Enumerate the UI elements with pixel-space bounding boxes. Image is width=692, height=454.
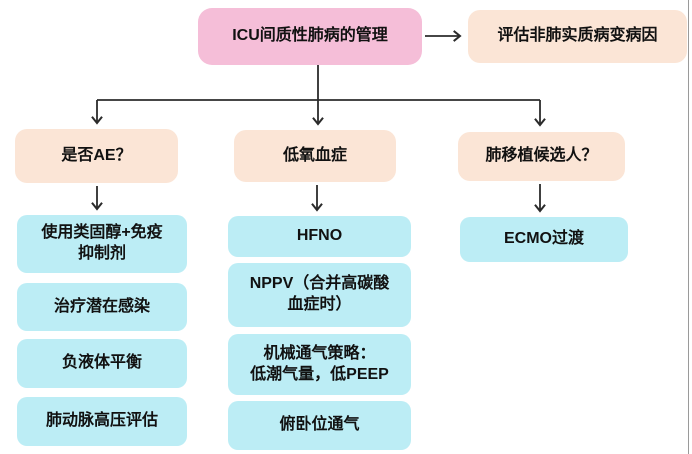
node-header-ae-question: 是否AE？ xyxy=(15,129,178,183)
node-hfno: HFNO xyxy=(228,216,411,257)
node-prone-ventilation: 俯卧位通气 xyxy=(228,401,411,450)
node-pulmonary-hypertension-assessment: 肺动脉高压评估 xyxy=(17,397,187,446)
node-ventilation-strategy: 机械通气策略： 低潮气量，低PEEP xyxy=(228,334,411,395)
node-header-transplant-candidate: 肺移植候选人？ xyxy=(458,132,625,181)
node-nppv: NPPV（合并高碳酸 血症时） xyxy=(228,263,411,327)
node-root-title: ICU间质性肺病的管理 xyxy=(198,8,422,65)
node-header-hypoxemia: 低氧血症 xyxy=(234,130,396,182)
node-ecmo-bridge: ECMO过渡 xyxy=(460,217,628,262)
node-steroids-immunosuppressants: 使用类固醇+免疫 抑制剂 xyxy=(17,215,187,273)
node-negative-fluid-balance: 负液体平衡 xyxy=(17,339,187,388)
node-treat-infection: 治疗潜在感染 xyxy=(17,283,187,331)
page-edge-line xyxy=(688,0,689,454)
node-assess-nonparenchymal-cause: 评估非肺实质病变病因 xyxy=(468,10,687,63)
